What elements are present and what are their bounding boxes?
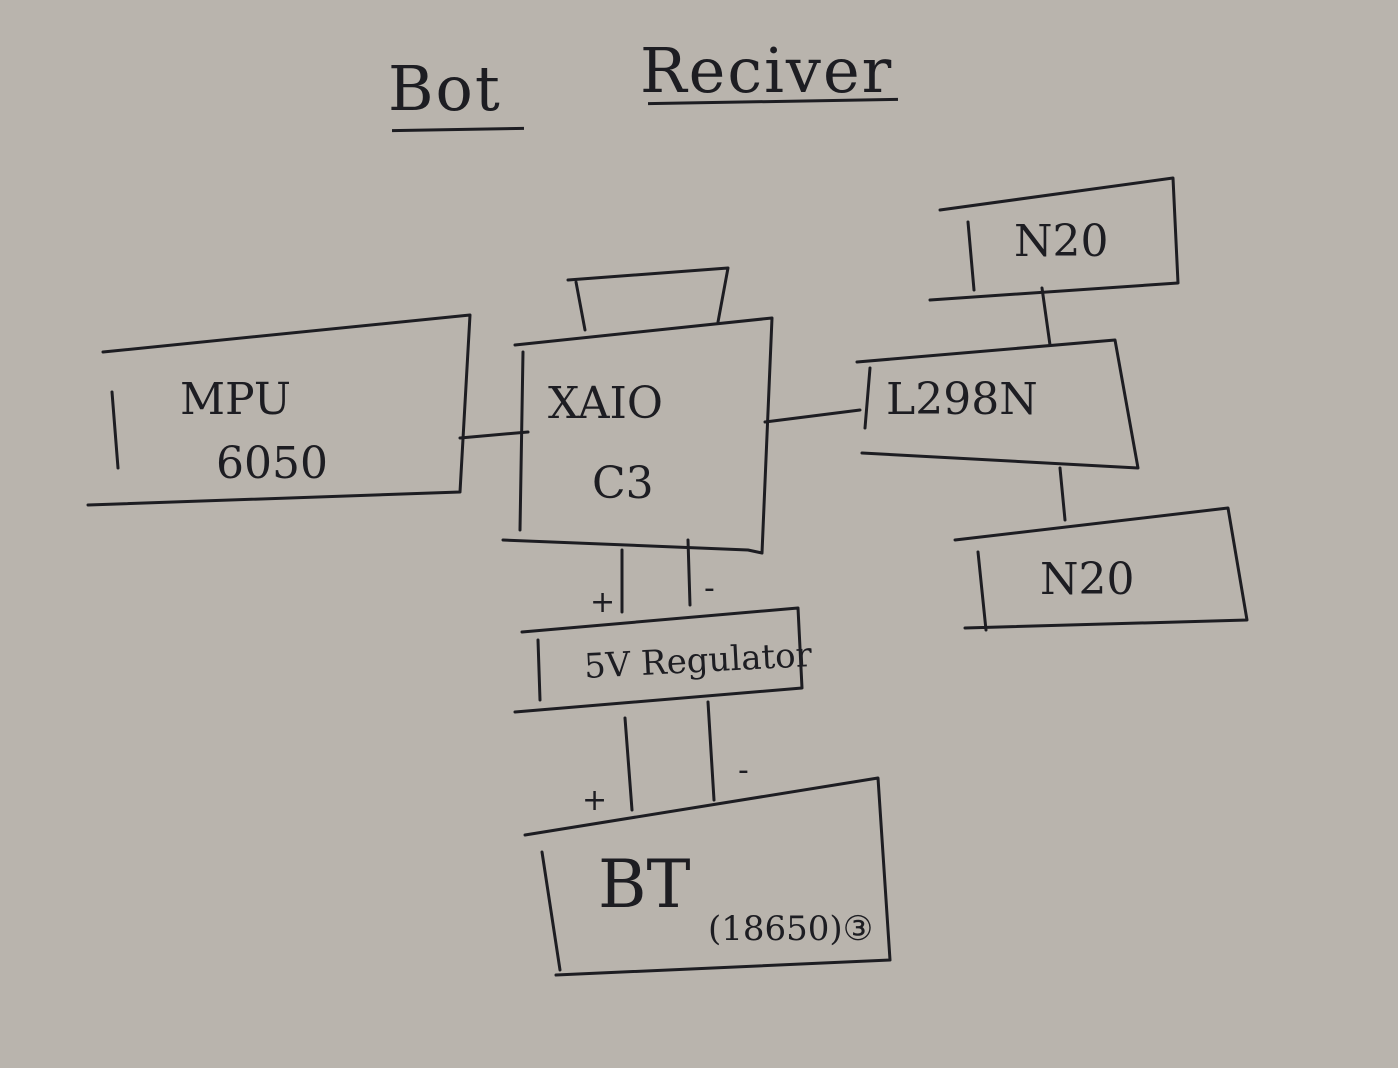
lower-plus-sign: + (582, 783, 608, 818)
mcu-label-1: XAIO (548, 378, 663, 429)
battery-box (523, 776, 892, 977)
mpu-label-2: 6050 (216, 438, 328, 489)
motor-top-label: N20 (1014, 216, 1109, 267)
wire-reg-bat-plus (623, 716, 634, 812)
regulator-box (513, 606, 804, 714)
title-word-1: Bot (388, 52, 502, 125)
mcu-top-tab (566, 266, 730, 332)
motor-bottom-label: N20 (1040, 554, 1135, 605)
wire-driver-motor-top (1040, 286, 1052, 347)
lower-minus-sign: - (738, 753, 749, 788)
motor-top-box (928, 176, 1180, 302)
driver-label: L298N (886, 374, 1038, 425)
mcu-box (501, 316, 774, 555)
motor-bottom-box (953, 506, 1249, 632)
mpu-box (86, 313, 472, 507)
wire-mpu-mcu (458, 430, 530, 440)
wire-mcu-driver (763, 408, 862, 424)
wire-mcu-reg-minus (686, 538, 692, 607)
driver-box (855, 338, 1140, 470)
mpu-label-1: MPU (180, 374, 291, 425)
wire-reg-bat-minus (706, 700, 716, 802)
upper-plus-sign: + (590, 585, 616, 620)
upper-minus-sign: - (704, 571, 715, 606)
battery-sublabel: (18650)③ (708, 909, 874, 949)
title-word-2: Reciver (640, 34, 894, 107)
mcu-label-2: C3 (592, 458, 654, 509)
wire-driver-motor-bottom (1058, 466, 1067, 522)
battery-label: BT (598, 846, 691, 923)
